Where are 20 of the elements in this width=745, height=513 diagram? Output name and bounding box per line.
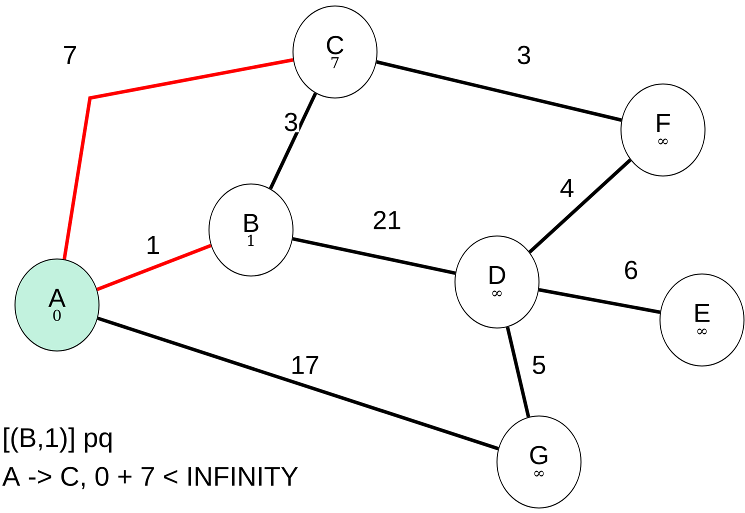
- edge-line: [538, 288, 660, 314]
- edge-line: [528, 158, 632, 254]
- edge-label: 6: [622, 260, 640, 280]
- edge-label: 3: [282, 112, 300, 132]
- edge-label: 7: [62, 45, 78, 65]
- edge-label: 21: [372, 210, 402, 230]
- edge-line: [292, 237, 456, 275]
- pq-text: A -> C, 0 + 7 < INFINITY: [2, 466, 298, 490]
- edge-label: 4: [558, 178, 576, 198]
- edge-line: [62, 58, 294, 260]
- edge-label: 3: [516, 44, 532, 66]
- edge-label: 5: [530, 354, 548, 376]
- edge-line: [376, 60, 622, 122]
- edge-line: [96, 244, 212, 292]
- edge-line: [506, 326, 530, 418]
- pq-text: [(B,1)] pq: [4, 427, 112, 453]
- edge-line: [97, 316, 499, 450]
- edge-label: 1: [144, 235, 162, 255]
- edge-line: [268, 92, 318, 190]
- edge-label: 17: [290, 355, 320, 375]
